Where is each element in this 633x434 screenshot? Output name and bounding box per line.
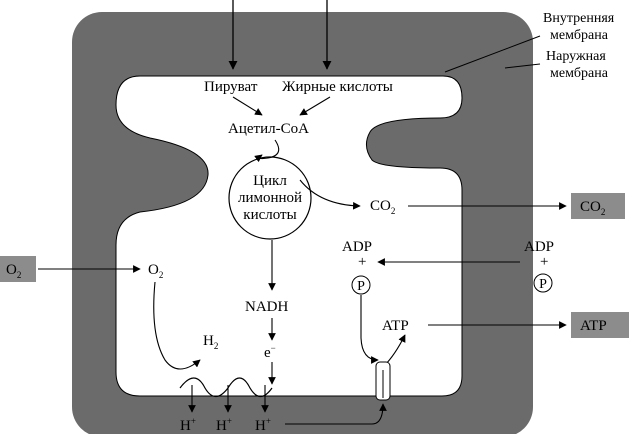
citric-acid-cycle bbox=[228, 156, 312, 240]
adp-inner-label: ADP bbox=[342, 239, 372, 255]
electron-label: e− bbox=[264, 343, 276, 361]
inner-membrane-matrix bbox=[115, 75, 463, 397]
inner-membrane-pointer bbox=[444, 35, 541, 73]
adp-outer-label: ADP bbox=[524, 239, 554, 255]
plus-inner: + bbox=[358, 254, 366, 270]
proton-label-2: H+ bbox=[216, 416, 232, 434]
acetyl-coa-label: Ацетил-CoA bbox=[228, 121, 309, 137]
outer-membrane-pointer bbox=[504, 63, 541, 69]
cycle-label-2: лимонной bbox=[238, 190, 302, 206]
phosphate-outer-circle bbox=[533, 273, 553, 293]
atp-outer-box bbox=[571, 312, 629, 338]
o2-outer-label: O2 bbox=[6, 262, 21, 280]
co2-outer-box bbox=[571, 193, 625, 219]
cycle-to-co2-arrow bbox=[299, 179, 361, 210]
nadh-label: NADH bbox=[245, 299, 288, 315]
fatty-acids-label: Жирные кислоты bbox=[282, 79, 393, 95]
inner-membrane-label-2: мембрана bbox=[550, 28, 609, 43]
atp-inner-label: ATP bbox=[382, 318, 409, 334]
cycle-label-1: Цикл bbox=[253, 173, 287, 189]
co2-inner-label: CO2 bbox=[370, 198, 395, 216]
h2-label: H2 bbox=[203, 333, 218, 351]
plus-outer: + bbox=[540, 254, 548, 270]
outer-membrane-label-1: Наружная bbox=[546, 49, 606, 64]
o2-to-h2-arrow bbox=[153, 281, 201, 370]
acetyl-into-cycle-arrow bbox=[254, 139, 280, 163]
proton-return-arrow bbox=[285, 403, 387, 425]
proton-label-1: H+ bbox=[180, 416, 196, 434]
outer-membrane-label-2: мембрана bbox=[550, 66, 609, 81]
atp-outer-label: ATP bbox=[580, 318, 607, 334]
inner-membrane-label-1: Внутренняя bbox=[543, 11, 615, 26]
proton-label-3: H+ bbox=[255, 416, 271, 434]
pyruvate-label: Пируват bbox=[204, 79, 258, 95]
o2-inner-label: O2 bbox=[148, 262, 163, 280]
phosphate-to-synthase-arrow bbox=[360, 295, 379, 364]
phosphate-outer-label: P bbox=[539, 277, 547, 292]
phosphate-inner-label: P bbox=[357, 279, 365, 294]
cycle-label-3: кислоты bbox=[243, 207, 296, 223]
fatty-to-acetyl-arrow bbox=[299, 96, 331, 116]
pyruvate-to-acetyl-arrow bbox=[232, 96, 263, 116]
co2-outer-label: CO2 bbox=[580, 199, 605, 217]
phosphate-inner-circle bbox=[351, 275, 371, 295]
o2-outer-box bbox=[0, 256, 36, 282]
